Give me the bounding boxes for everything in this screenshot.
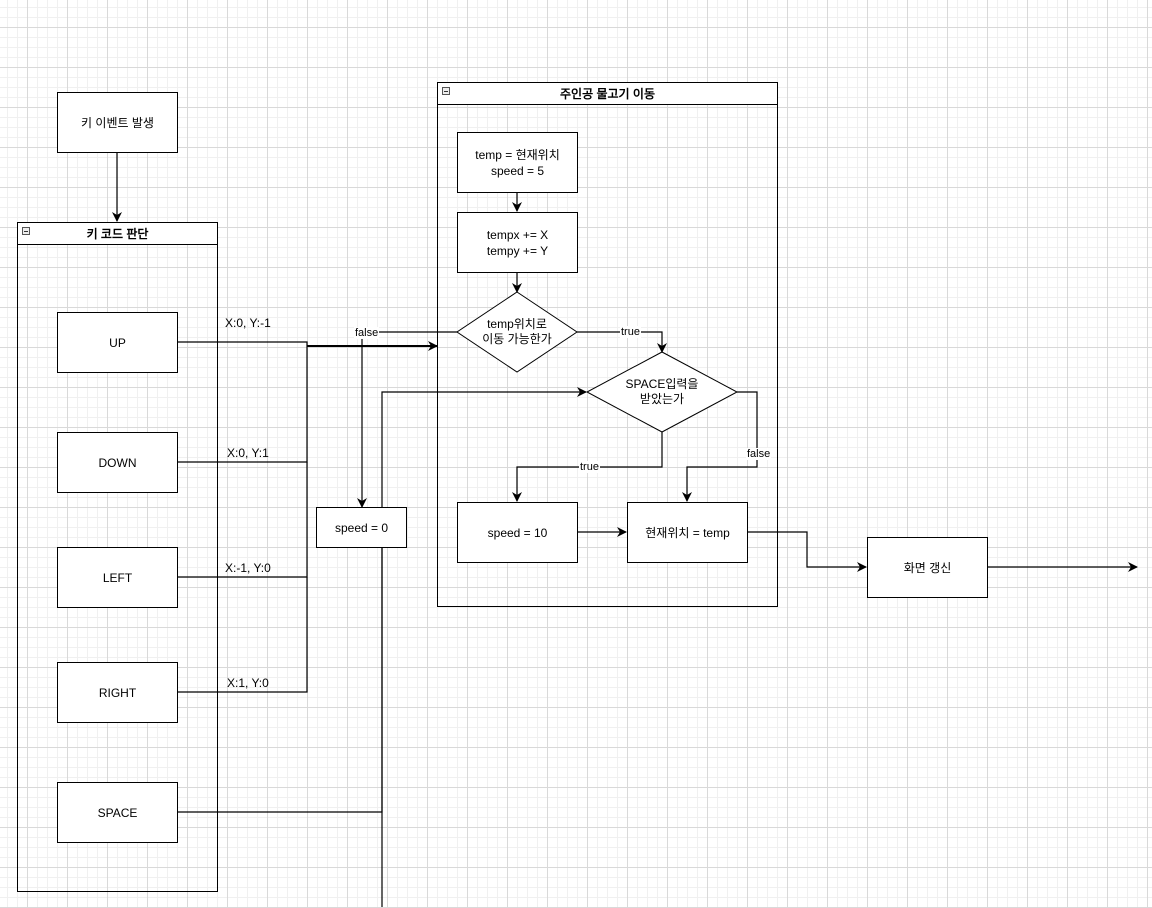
node-space-label: SPACE: [97, 805, 138, 820]
decision-space-pressed-shape[interactable]: [585, 351, 739, 433]
node-down-label: DOWN: [98, 455, 137, 470]
edge-label-space-false: false: [746, 448, 772, 460]
node-speed-ten[interactable]: speed = 10: [457, 502, 578, 563]
node-down[interactable]: DOWN: [57, 432, 178, 493]
node-redraw[interactable]: 화면 갱신: [867, 537, 988, 598]
swimlane-keycode-title: 키 코드 판단: [86, 227, 149, 241]
edge-label-canmove-true: true: [620, 326, 641, 338]
node-speed-zero-label: speed = 0: [334, 520, 389, 535]
edge-right: [177, 577, 308, 693]
node-left[interactable]: LEFT: [57, 547, 178, 608]
edge-up: [177, 341, 308, 346]
node-left-label: LEFT: [102, 570, 133, 585]
collapse-icon[interactable]: [22, 227, 30, 235]
node-init-label: temp = 현재위치 speed = 5: [475, 147, 560, 178]
collapse-icon[interactable]: [442, 87, 450, 95]
node-speed-ten-label: speed = 10: [487, 525, 548, 540]
swimlane-player-move-title: 주인공 물고기 이동: [560, 87, 655, 101]
node-add-delta[interactable]: tempx += X tempy += Y: [457, 212, 578, 273]
edge-label-canmove-false: false: [354, 327, 380, 339]
decision-can-move-label: temp위치로 이동 가능한가: [482, 317, 552, 346]
edge-space-false: [682, 391, 758, 502]
node-assign-pos[interactable]: 현재위치 = temp: [627, 502, 748, 563]
node-right-label: RIGHT: [98, 685, 137, 700]
node-redraw-label: 화면 갱신: [903, 560, 952, 575]
swimlane-player-move[interactable]: 주인공 물고기 이동: [437, 82, 778, 607]
node-up-label: UP: [109, 335, 126, 350]
node-speed-zero[interactable]: speed = 0: [316, 507, 407, 548]
edge-label-space-true: true: [579, 461, 600, 473]
swimlane-keycode[interactable]: 키 코드 판단: [17, 222, 218, 892]
node-key-event[interactable]: 키 이벤트 발생: [57, 92, 178, 153]
decision-space-pressed-label: SPACE입력을 받았는가: [625, 377, 699, 406]
edge-canmove-true: [577, 331, 667, 353]
node-space[interactable]: SPACE: [57, 782, 178, 843]
decision-can-move-shape[interactable]: [456, 291, 578, 373]
edge-label-up: X:0, Y:-1: [225, 316, 271, 330]
node-up[interactable]: UP: [57, 312, 178, 373]
edge-label-left: X:-1, Y:0: [225, 561, 271, 575]
swimlane-keycode-header[interactable]: 키 코드 판단: [18, 223, 217, 245]
node-right[interactable]: RIGHT: [57, 662, 178, 723]
edge-label-down: X:0, Y:1: [227, 446, 269, 460]
swimlane-player-move-header[interactable]: 주인공 물고기 이동: [438, 83, 777, 105]
node-init[interactable]: temp = 현재위치 speed = 5: [457, 132, 578, 193]
node-assign-pos-label: 현재위치 = temp: [645, 525, 730, 540]
edge-label-right: X:1, Y:0: [227, 676, 269, 690]
node-key-event-label: 키 이벤트 발생: [81, 115, 154, 130]
node-add-delta-label: tempx += X tempy += Y: [486, 227, 549, 258]
